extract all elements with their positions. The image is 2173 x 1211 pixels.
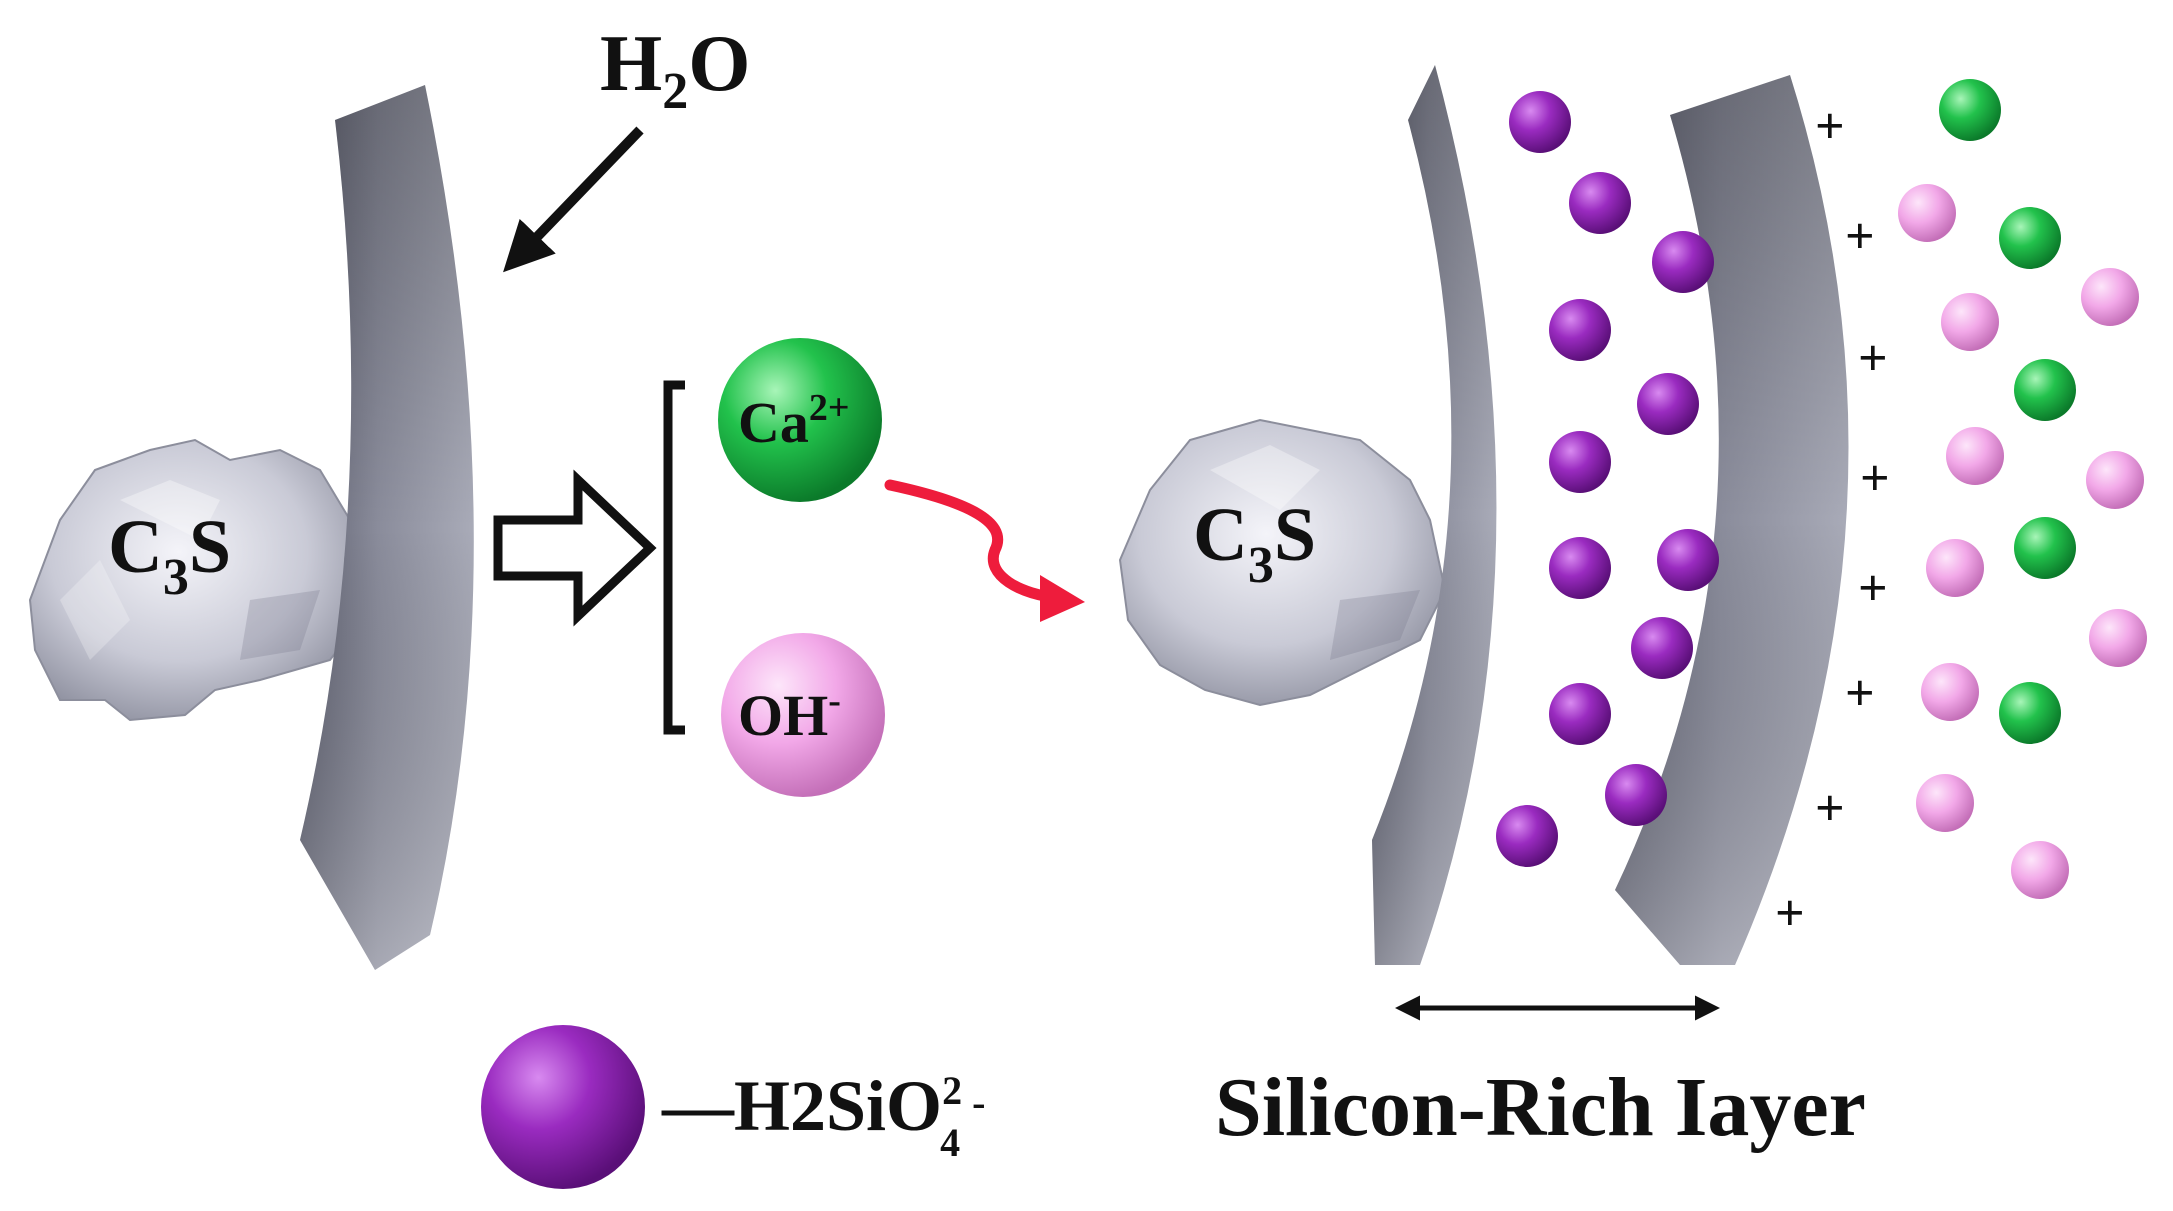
curved-shell-icon: [1615, 75, 1849, 965]
hydroxide-ion: [1916, 774, 1974, 832]
plus-sign: +: [1858, 330, 1888, 387]
curved-shell-icon: [300, 85, 474, 970]
silicate-ion: [1652, 231, 1714, 293]
plus-sign: +: [1845, 208, 1875, 265]
hydroxide-ion: [2081, 268, 2139, 326]
hydroxide-ion-label: OH-: [738, 680, 841, 748]
plus-sign: +: [1860, 450, 1890, 507]
calcium-ion: [1999, 207, 2061, 269]
water-arrow: [503, 126, 644, 273]
plus-sign: +: [1845, 665, 1875, 722]
calcium-ion: [1939, 79, 2001, 141]
reaction-arrow: [884, 479, 1085, 622]
calcium-ion: [2014, 517, 2076, 579]
silicate-ion: [1569, 172, 1631, 234]
hydroxide-ion: [1921, 663, 1979, 721]
hydroxide-ion: [1898, 184, 1956, 242]
silicate-ion: [1631, 617, 1693, 679]
silicate-ion: [1549, 537, 1611, 599]
silicate-ion: [1509, 91, 1571, 153]
left-bracket-icon: [663, 380, 685, 735]
hydroxide-ion: [1941, 293, 1999, 351]
hollow-right-arrow-icon: [493, 469, 657, 627]
plus-sign: +: [1815, 98, 1845, 155]
hydroxide-ion-sphere: [721, 633, 885, 797]
silicate-ion: [1605, 764, 1667, 826]
silicate-ion: [1549, 299, 1611, 361]
hydroxide-ion: [2086, 451, 2144, 509]
plus-sign: +: [1858, 560, 1888, 617]
silicate-ion: [1549, 431, 1611, 493]
calcium-ions: [1939, 79, 2076, 744]
silicate-ion: [1496, 805, 1558, 867]
plus-sign: +: [1775, 885, 1805, 942]
silicate-legend-sphere: [481, 1025, 645, 1189]
calcium-ion: [2014, 359, 2076, 421]
surface-charges: + + + + + + + +: [1775, 98, 1890, 942]
hydroxide-ions: [1898, 184, 2147, 899]
curved-shell-icon: [1372, 65, 1497, 965]
water-label: H2O: [600, 20, 750, 120]
calcium-ion: [1999, 682, 2061, 744]
hydroxide-ion: [2011, 841, 2069, 899]
c3s-particle-icon: [28, 438, 362, 722]
hydroxide-ion: [1946, 427, 2004, 485]
hydroxide-ion: [2089, 609, 2147, 667]
plus-sign: +: [1815, 780, 1845, 837]
calcium-ion-sphere: [718, 338, 882, 502]
c3s-label-left: C3S: [108, 505, 231, 606]
c3s-label-right: C3S: [1193, 493, 1316, 594]
silicate-ion: [1549, 683, 1611, 745]
silicate-ion: [1657, 529, 1719, 591]
layer-title: Silicon-Rich Iayer: [1215, 1061, 1866, 1154]
silicate-ions: [1496, 91, 1719, 867]
c3s-particle-icon: [1118, 418, 1447, 707]
silicate-ion: [1637, 373, 1699, 435]
calcium-ion-label: Ca2+: [738, 387, 850, 455]
hydroxide-ion: [1926, 539, 1984, 597]
